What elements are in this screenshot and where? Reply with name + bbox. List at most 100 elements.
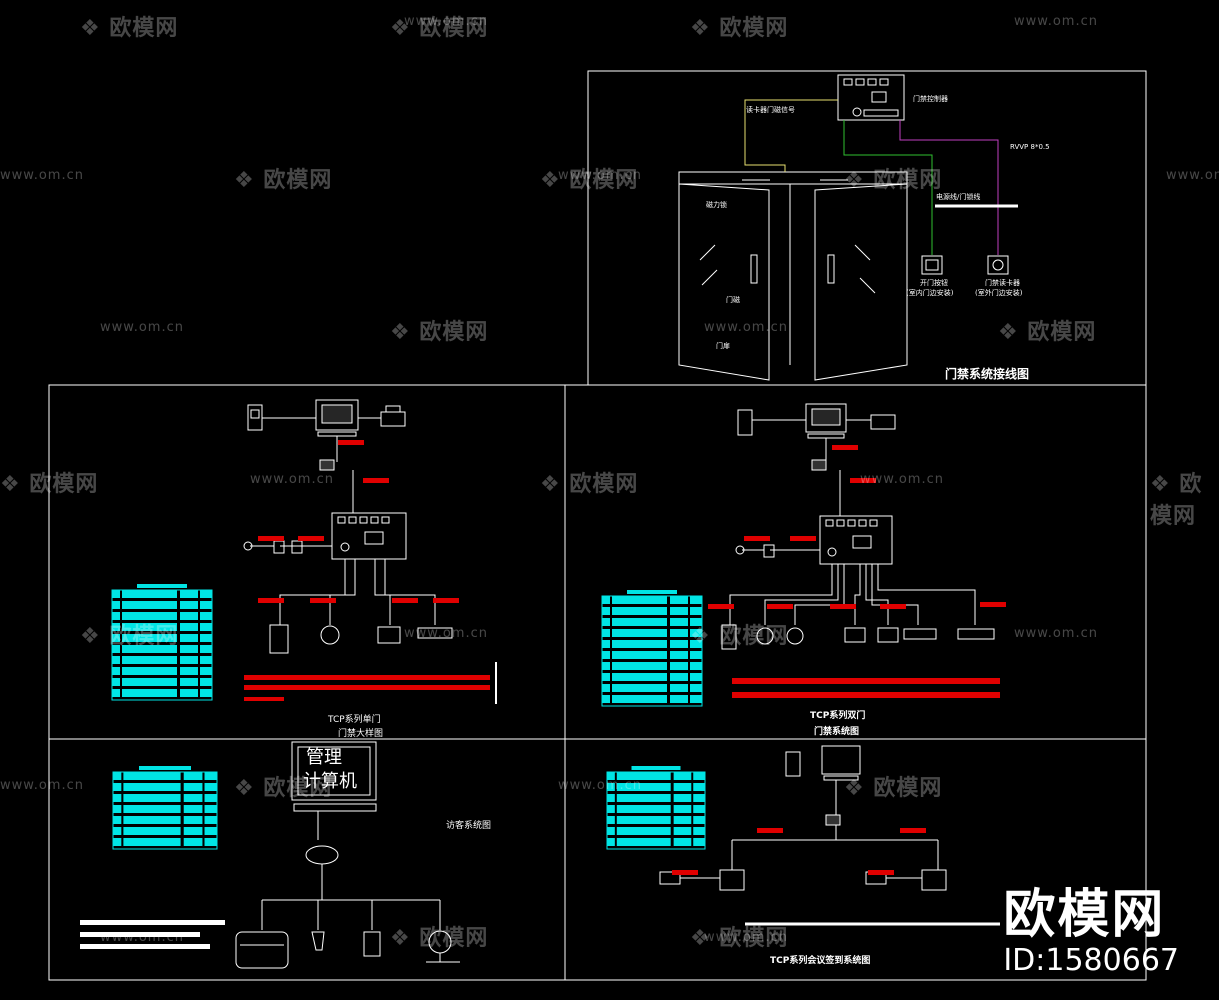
controller-board bbox=[837, 74, 905, 121]
brand-name: 欧模网 bbox=[1003, 885, 1166, 945]
legend-table-visitor bbox=[112, 766, 218, 850]
spec-label-6 bbox=[433, 598, 459, 603]
spec-label-8 bbox=[832, 445, 858, 450]
double-door-title-1: TCP系列双门 bbox=[810, 711, 866, 721]
note-blocks bbox=[80, 920, 225, 949]
legend-tables bbox=[111, 584, 706, 850]
power-cable-label: 电源线/门锁线 bbox=[936, 193, 981, 201]
door-wiring-diagram bbox=[678, 74, 1018, 381]
legend-table-single-door bbox=[111, 584, 213, 701]
exit-button-note: (室内门边安装) bbox=[906, 289, 954, 297]
visitor-title: 访客系统图 bbox=[446, 821, 492, 831]
reader-signal-label: 读卡器门磁信号 bbox=[746, 106, 795, 114]
watermark-url: www.om.cn bbox=[100, 320, 184, 335]
spec-label-1 bbox=[363, 478, 389, 483]
spec-label-14 bbox=[830, 604, 856, 609]
spec-label-19 bbox=[868, 870, 894, 875]
watermark-url: www.om.cn bbox=[704, 320, 788, 335]
door-leaf-left bbox=[678, 183, 770, 381]
watermark-logo: ❖ 欧模网 bbox=[234, 776, 333, 801]
watermark-url: www.om.cn bbox=[558, 168, 642, 183]
watermark-logo: ❖ 欧模网 bbox=[80, 624, 179, 649]
spec-bars bbox=[244, 440, 1006, 875]
id-scanner bbox=[235, 931, 289, 969]
legend-table-double-door bbox=[601, 590, 703, 707]
power-wire bbox=[843, 120, 933, 255]
management-pc-label-1: 管理 bbox=[306, 747, 342, 768]
spec-label-15 bbox=[880, 604, 906, 609]
card-reader-note: (室外门边安装) bbox=[975, 289, 1023, 297]
single-door-title-1: TCP系列单门 bbox=[328, 715, 381, 725]
watermark-url: www.om.cn bbox=[1014, 14, 1098, 29]
controller-label: 门禁控制器 bbox=[913, 95, 948, 103]
watermark-logo: ❖ 欧模网 bbox=[690, 926, 789, 951]
brand-id: ID:1580667 bbox=[1003, 943, 1179, 978]
watermark-url: www.om.cn bbox=[250, 472, 334, 487]
watermark-url: www.om.cn bbox=[0, 168, 84, 183]
spec-label-5 bbox=[392, 598, 418, 603]
spec-label-2 bbox=[258, 536, 284, 541]
watermark-logo: ❖ 欧模网 bbox=[390, 926, 489, 951]
lock-label: 磁力锁 bbox=[706, 201, 727, 209]
card-reader-round bbox=[320, 625, 340, 645]
watermark-logo: ❖ 欧模网 bbox=[390, 16, 489, 41]
spec-bar-single-2 bbox=[244, 685, 490, 690]
door-wiring-title: 门禁系统接线图 bbox=[945, 367, 1030, 381]
watermark-logo: ❖ 欧模网 bbox=[844, 168, 943, 193]
watermark-logo: ❖ 欧模网 bbox=[690, 624, 789, 649]
exit-button-label: 开门按钮 bbox=[920, 279, 948, 287]
spec-label-10 bbox=[744, 536, 770, 541]
watermark-url: www.om.cn bbox=[1014, 626, 1098, 641]
signin-terminal-left bbox=[719, 869, 745, 891]
printer bbox=[870, 414, 896, 430]
signal-wire bbox=[744, 99, 838, 172]
spec-bar-single-1 bbox=[244, 675, 490, 680]
double-door-title-2: 门禁系统图 bbox=[814, 727, 860, 737]
controller-board bbox=[819, 515, 893, 565]
watermark-logo: ❖ 欧模网 bbox=[690, 16, 789, 41]
door-header bbox=[678, 171, 908, 185]
spec-bar-double-2 bbox=[732, 692, 1000, 698]
management-pc bbox=[291, 741, 377, 801]
management-pc-label-2: 计算机 bbox=[303, 771, 357, 792]
spec-label-12 bbox=[708, 604, 734, 609]
watermark-url: www.om.cn bbox=[404, 626, 488, 641]
meeting-diagram bbox=[659, 745, 1000, 926]
watermark-logo: ❖ 欧模网 bbox=[540, 472, 639, 497]
watermark-url: www.om.cn bbox=[704, 930, 788, 945]
watermark-logo: ❖ 欧模网 bbox=[998, 320, 1097, 345]
controller-board bbox=[331, 512, 407, 560]
spec-bar-double-1 bbox=[732, 678, 1000, 684]
usb-reader bbox=[737, 409, 753, 436]
spec-bar-single-3 bbox=[244, 697, 284, 701]
legend-table-meeting bbox=[606, 766, 706, 850]
frame-meeting bbox=[564, 738, 1147, 981]
watermark-logo: ❖ 欧模网 bbox=[234, 168, 333, 193]
watermark-logo: ❖ 欧模网 bbox=[540, 168, 639, 193]
single-door-title-2: 门禁大样图 bbox=[338, 729, 384, 739]
spec-label-4 bbox=[310, 598, 336, 603]
door-leaf-label: 门扉 bbox=[716, 342, 730, 350]
meeting-title: TCP系列会议签到系统图 bbox=[770, 956, 871, 966]
watermark-url: www.om.cn bbox=[100, 930, 184, 945]
handheld-scanner bbox=[311, 931, 325, 951]
watermark-logo: ❖ 欧模网 bbox=[80, 16, 179, 41]
reader-wire bbox=[899, 120, 999, 255]
printer bbox=[380, 411, 406, 427]
panel-frames bbox=[48, 70, 1147, 981]
spec-label-17 bbox=[757, 828, 783, 833]
watermark-url: www.om.cn bbox=[0, 778, 84, 793]
spec-label-3 bbox=[298, 536, 324, 541]
spec-label-13 bbox=[767, 604, 793, 609]
watermark-url: www.om.cn bbox=[404, 14, 488, 29]
pc-monitor bbox=[805, 403, 847, 433]
door-leaf-right bbox=[814, 183, 908, 381]
reader-cable-label: RVVP 8*0.5 bbox=[1010, 143, 1050, 151]
watermark-logo: ❖ 欧模网 bbox=[1150, 472, 1203, 529]
pc-monitor bbox=[821, 745, 861, 775]
spec-label-20 bbox=[672, 870, 698, 875]
watermark-url: www.om.cn bbox=[558, 778, 642, 793]
watermark-logo: ❖ 欧模网 bbox=[390, 320, 489, 345]
card-device bbox=[363, 931, 381, 957]
